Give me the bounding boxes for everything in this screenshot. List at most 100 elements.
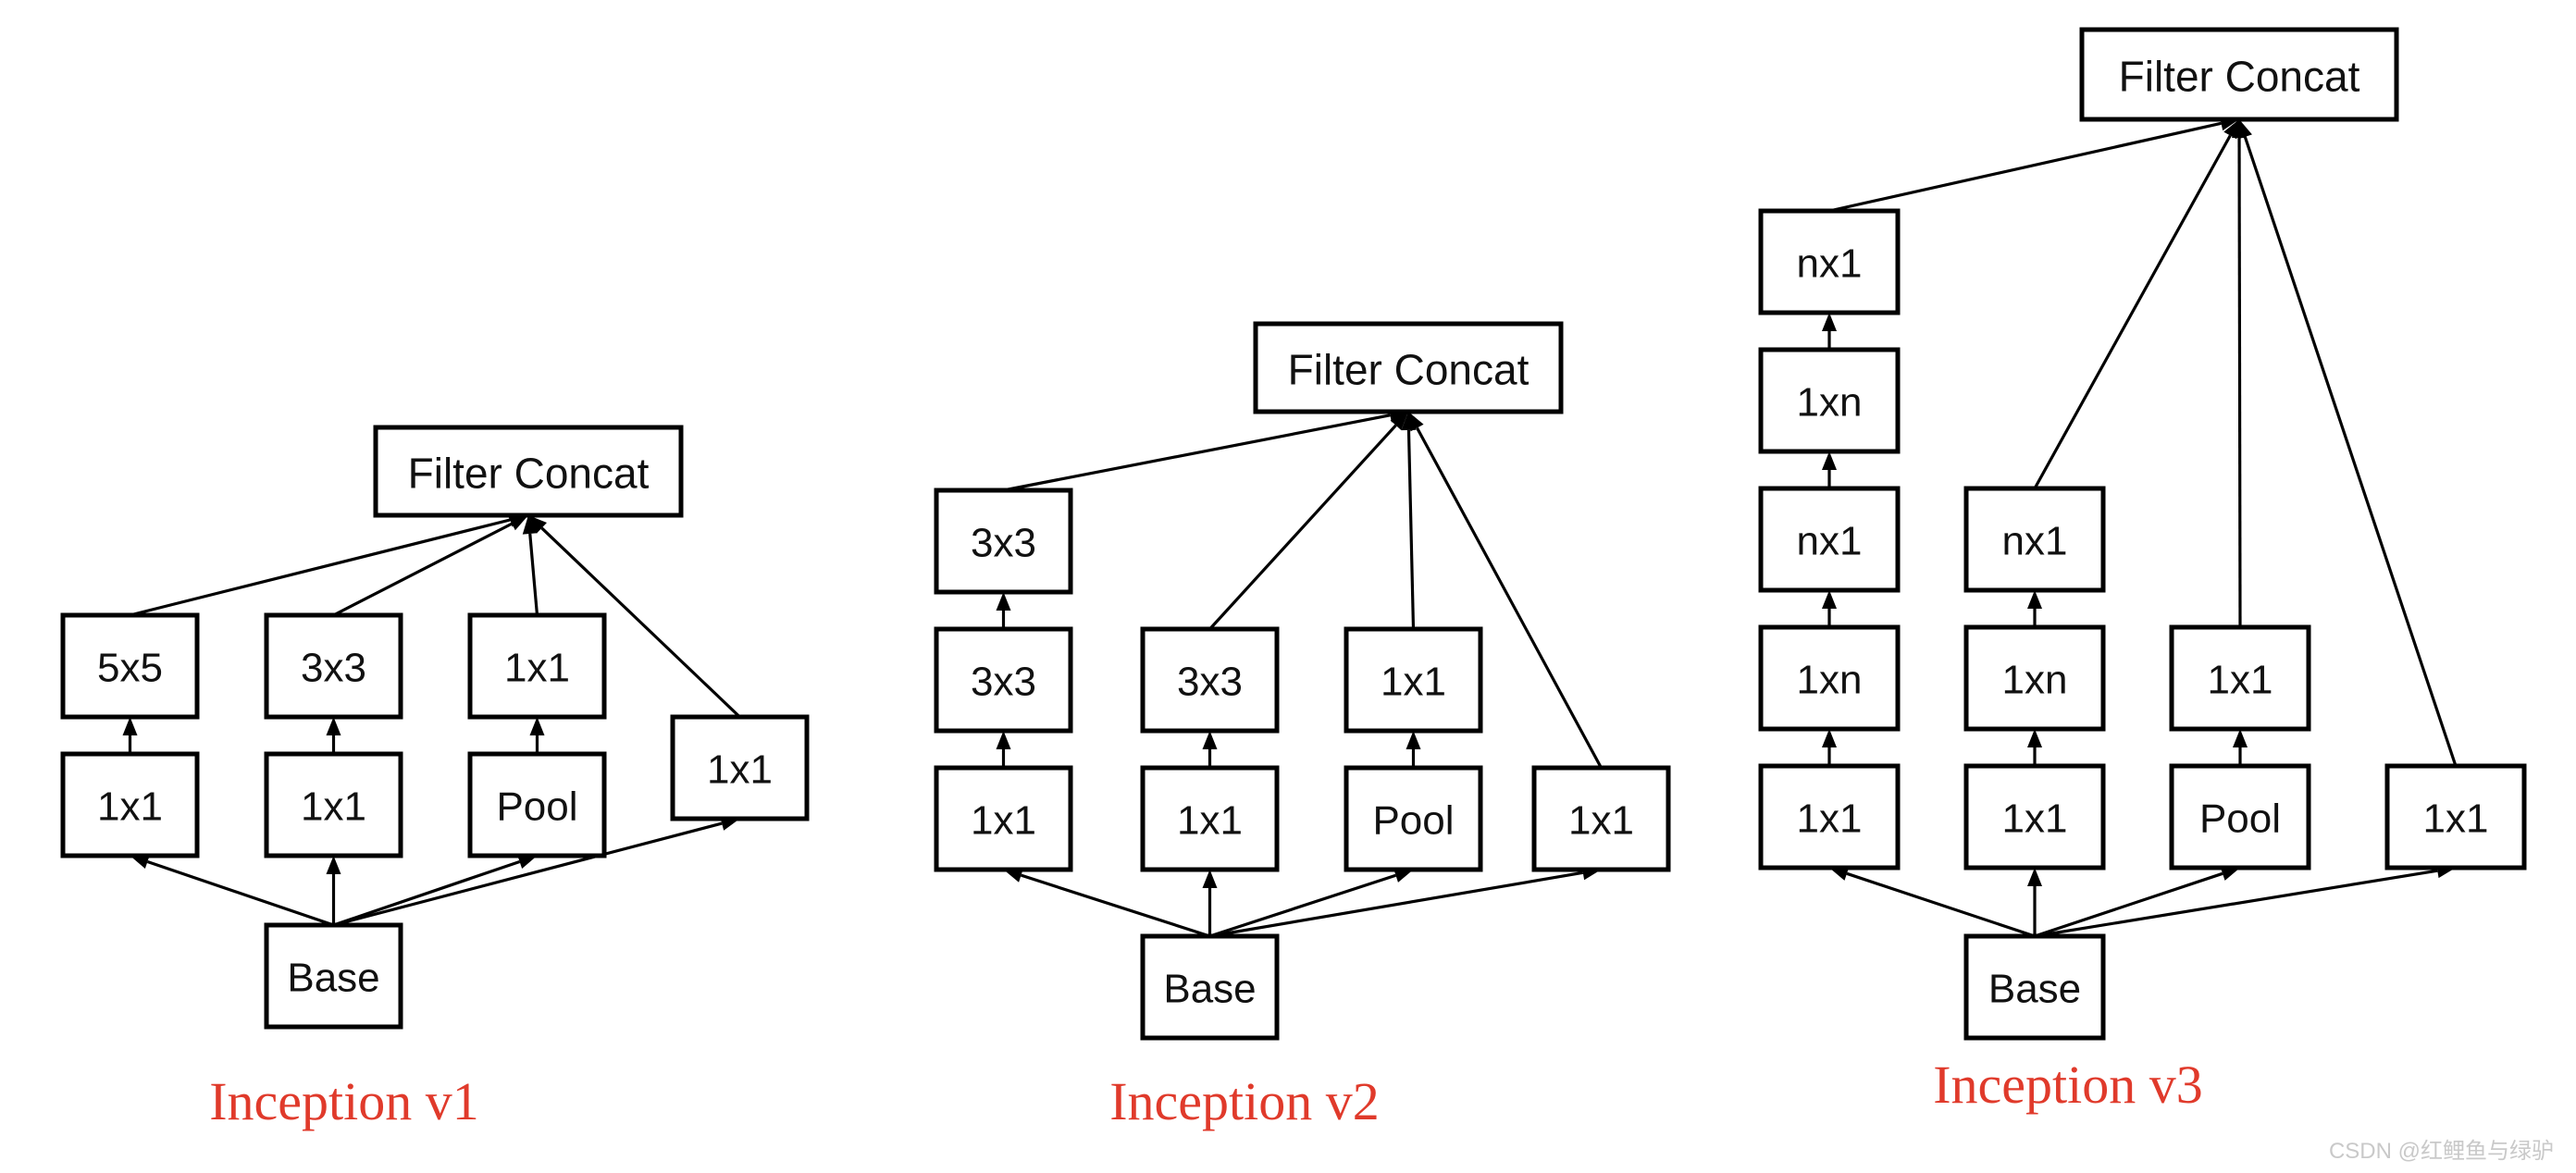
node-v1-pool: Pool — [467, 751, 607, 858]
edge-v1-1x1-b-to-v1-3x3 — [326, 717, 341, 754]
node-box-v2-3x3-a — [934, 626, 1073, 734]
edge-arrowhead — [996, 731, 1011, 749]
edge-line — [1208, 424, 1397, 631]
node-v3-nx1-top: nx1 — [1758, 208, 1901, 315]
edge-line — [2243, 136, 2458, 767]
node-box-v3-1x1-a — [1758, 763, 1901, 870]
edge-v3-base-to-v3-1x1-a — [1829, 866, 2036, 938]
node-label-v1-pool: Pool — [496, 784, 577, 830]
edge-line — [2034, 869, 2438, 938]
edge-v1-base-to-v1-1x1-b — [326, 856, 341, 925]
node-v3-1x1-b: 1x1 — [1963, 763, 2106, 870]
edge-v1-base-to-v1-1x1-a — [130, 854, 335, 927]
edge-line — [332, 522, 513, 617]
edge-arrowhead — [2027, 729, 2042, 747]
node-box-v3-nx1-d — [1963, 486, 2106, 593]
node-label-v1-1x1-skip: 1x1 — [707, 747, 773, 793]
node-box-v3-nx1-top — [1758, 208, 1901, 315]
edge-arrowhead — [1822, 313, 1837, 331]
node-box-v3-nx1-c — [1758, 486, 1901, 593]
node-label-v2-3x3-a: 3x3 — [971, 660, 1036, 705]
edge-arrowhead — [2027, 590, 2042, 609]
node-label-v2-pool: Pool — [1372, 798, 1454, 844]
node-v3-1x1-a: 1x1 — [1758, 763, 1901, 870]
edge-v3-nx1-top-to-v3-concat — [1828, 116, 2239, 213]
edge-v2-base-to-v2-1x1-b — [1202, 870, 1218, 936]
edge-v2-1x1-top-to-v2-concat — [1401, 412, 1417, 630]
node-box-v2-base — [1140, 933, 1280, 1041]
node-v2-1x1-top: 1x1 — [1344, 626, 1483, 734]
edges-layer — [122, 116, 2458, 938]
edge-v2-base-to-v2-pool — [1209, 868, 1414, 938]
node-v2-3x3-top: 3x3 — [934, 488, 1073, 595]
node-v3-pool: Pool — [2169, 763, 2311, 870]
node-v2-concat: Filter Concat — [1253, 321, 1564, 414]
node-label-v3-1xn-a: 1xn — [1797, 658, 1863, 703]
node-box-v3-1x1-top — [2169, 624, 2311, 732]
edge-line — [1828, 121, 2222, 213]
node-label-v3-nx1-c: nx1 — [1797, 519, 1863, 564]
edge-v3-base-to-v3-1x1-b — [2027, 868, 2042, 936]
node-v3-1x1-top: 1x1 — [2169, 624, 2311, 732]
edge-v3-pool-to-v3-1x1-top — [2233, 729, 2248, 766]
edge-v2-pool-to-v2-1x1-top — [1406, 731, 1421, 768]
node-box-v1-1x1-b — [264, 751, 403, 858]
node-v3-nx1-d: nx1 — [1963, 486, 2106, 593]
edge-line — [2033, 134, 2232, 489]
edge-arrowhead — [1390, 412, 1408, 431]
node-label-v2-3x3-top: 3x3 — [971, 521, 1036, 566]
edge-line — [2237, 137, 2242, 628]
edge-v1-base-to-v1-pool — [332, 854, 538, 927]
node-label-v3-1xn-c: 1xn — [1797, 380, 1863, 426]
node-box-v3-concat — [2079, 27, 2399, 122]
node-box-v3-base — [1963, 933, 2106, 1041]
node-v2-3x3-b: 3x3 — [1140, 626, 1280, 734]
edge-arrowhead — [1822, 590, 1837, 609]
node-label-v2-3x3-b: 3x3 — [1177, 660, 1243, 705]
edge-v1-3x3-to-v1-concat — [332, 515, 528, 617]
node-box-v3-1xn-c — [1758, 347, 1901, 454]
caption-inception-v1: Inception v1 — [209, 1071, 479, 1131]
node-label-v2-1x1-a: 1x1 — [971, 798, 1036, 844]
edge-v3-base-to-v3-1x1-skip — [2034, 863, 2456, 938]
edge-line — [146, 859, 335, 927]
csdn-watermark: CSDN @红鲤鱼与绿驴 — [2329, 1139, 2554, 1164]
node-box-v3-pool — [2169, 763, 2311, 870]
edge-arrowhead — [2233, 729, 2248, 747]
edge-v3-1x1-b-to-v3-1xn-b — [2027, 729, 2042, 766]
edge-v2-3x3-a-to-v2-3x3-top — [996, 592, 1011, 629]
node-v3-1xn-b: 1xn — [1963, 624, 2106, 732]
node-box-v1-base — [264, 922, 403, 1030]
node-label-v3-base: Base — [1988, 967, 2081, 1012]
node-box-v1-concat — [373, 425, 684, 518]
edge-line — [1209, 870, 1584, 938]
edge-arrowhead — [326, 856, 341, 874]
node-v1-base: Base — [264, 922, 403, 1030]
node-label-v3-1x1-a: 1x1 — [1797, 796, 1863, 842]
caption-inception-v3: Inception v3 — [1933, 1055, 2203, 1115]
node-label-v1-3x3: 3x3 — [301, 646, 366, 691]
edge-arrowhead — [2027, 868, 2042, 886]
edge-arrowhead — [1408, 412, 1424, 432]
node-box-v3-1x1-skip — [2384, 763, 2527, 870]
node-label-v3-1x1-top: 1x1 — [2208, 658, 2273, 703]
node-v2-1x1-b: 1x1 — [1140, 765, 1280, 872]
node-box-v1-5x5 — [60, 612, 200, 720]
edge-line — [332, 859, 521, 927]
edge-line — [130, 518, 511, 617]
node-v3-1xn-a: 1xn — [1758, 624, 1901, 732]
node-label-v2-concat: Filter Concat — [1288, 346, 1530, 394]
node-v2-1x1-skip: 1x1 — [1531, 765, 1671, 872]
edge-line — [1003, 414, 1391, 492]
edge-line — [540, 526, 741, 719]
edge-line — [1846, 871, 2036, 938]
edge-v1-1x1-top-to-v1-concat — [522, 515, 539, 616]
edge-v1-1x1-a-to-v1-5x5 — [122, 717, 138, 754]
node-box-v2-3x3-top — [934, 488, 1073, 595]
node-box-v3-1xn-b — [1963, 624, 2106, 732]
node-box-v1-1x1-a — [60, 751, 200, 858]
edge-line — [2034, 871, 2223, 938]
